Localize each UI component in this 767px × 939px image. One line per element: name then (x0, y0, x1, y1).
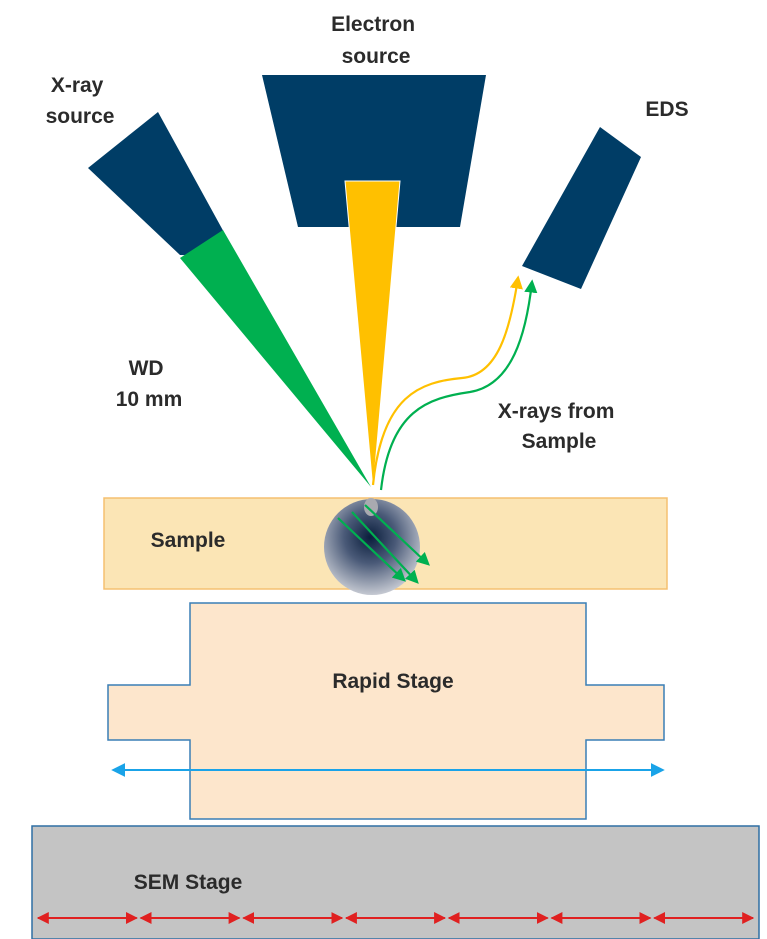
label-xray-line1: X-ray (51, 74, 104, 97)
label-rapid-stage: Rapid Stage (332, 670, 453, 693)
xray-beam (180, 230, 371, 487)
label-sample: Sample (151, 529, 226, 552)
label-sem-stage: SEM Stage (134, 871, 243, 894)
label-electron-source: Electron source (331, 13, 421, 68)
xray-source (88, 112, 237, 256)
eds-detector (522, 127, 641, 289)
label-wd: WD 10 mm (116, 357, 183, 411)
xray-emission-yellow (371, 275, 523, 486)
label-electron-line1: Electron (331, 13, 415, 36)
label-xrays-line2: Sample (522, 430, 597, 453)
label-xrays-line1: X-rays from (498, 400, 615, 423)
label-electron-line2: source (342, 45, 411, 68)
label-wd-line2: 10 mm (116, 388, 183, 411)
xray-emission-green (379, 279, 538, 491)
sample-xray-arrow-1 (364, 504, 430, 566)
electron-source (262, 75, 486, 227)
sample-xray-arrow-3 (337, 517, 406, 582)
label-eds: EDS (645, 98, 688, 121)
label-xray-line2: source (46, 105, 115, 128)
beam-spot (364, 498, 378, 516)
label-xrays-from-sample: X-rays from Sample (498, 400, 621, 453)
sample-xray-arrow-2 (351, 511, 419, 584)
label-wd-line1: WD (129, 357, 164, 380)
label-xray-source: X-ray source (46, 74, 115, 128)
rapid-stage (107, 602, 665, 820)
electron-beam (344, 180, 401, 491)
